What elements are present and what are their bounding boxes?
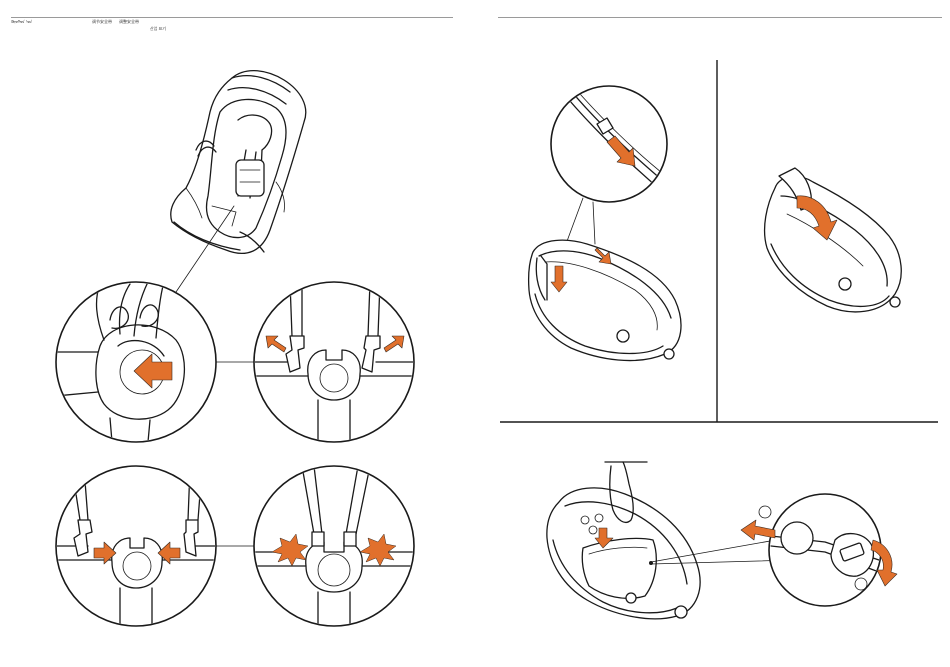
detail-circle-buckle-clicked [254,466,414,630]
panel-remove-panel [547,462,897,619]
left-page: ᠬᠦᠦᠬᠡᠳ ᠤᠨ 调节安全带 调整安全带 산업 표기 [0,0,475,667]
detail-circle-release-tongues [254,282,414,442]
right-illustrations [475,0,950,667]
detail-circle-press-buckle [56,282,216,442]
panel-fold-cover [765,168,902,312]
panel-belt-routing [529,86,681,361]
detail-circle-insert-tongues [56,466,216,630]
left-illustrations [0,0,475,667]
car-seat-illustration [171,71,306,254]
right-page [475,0,950,667]
